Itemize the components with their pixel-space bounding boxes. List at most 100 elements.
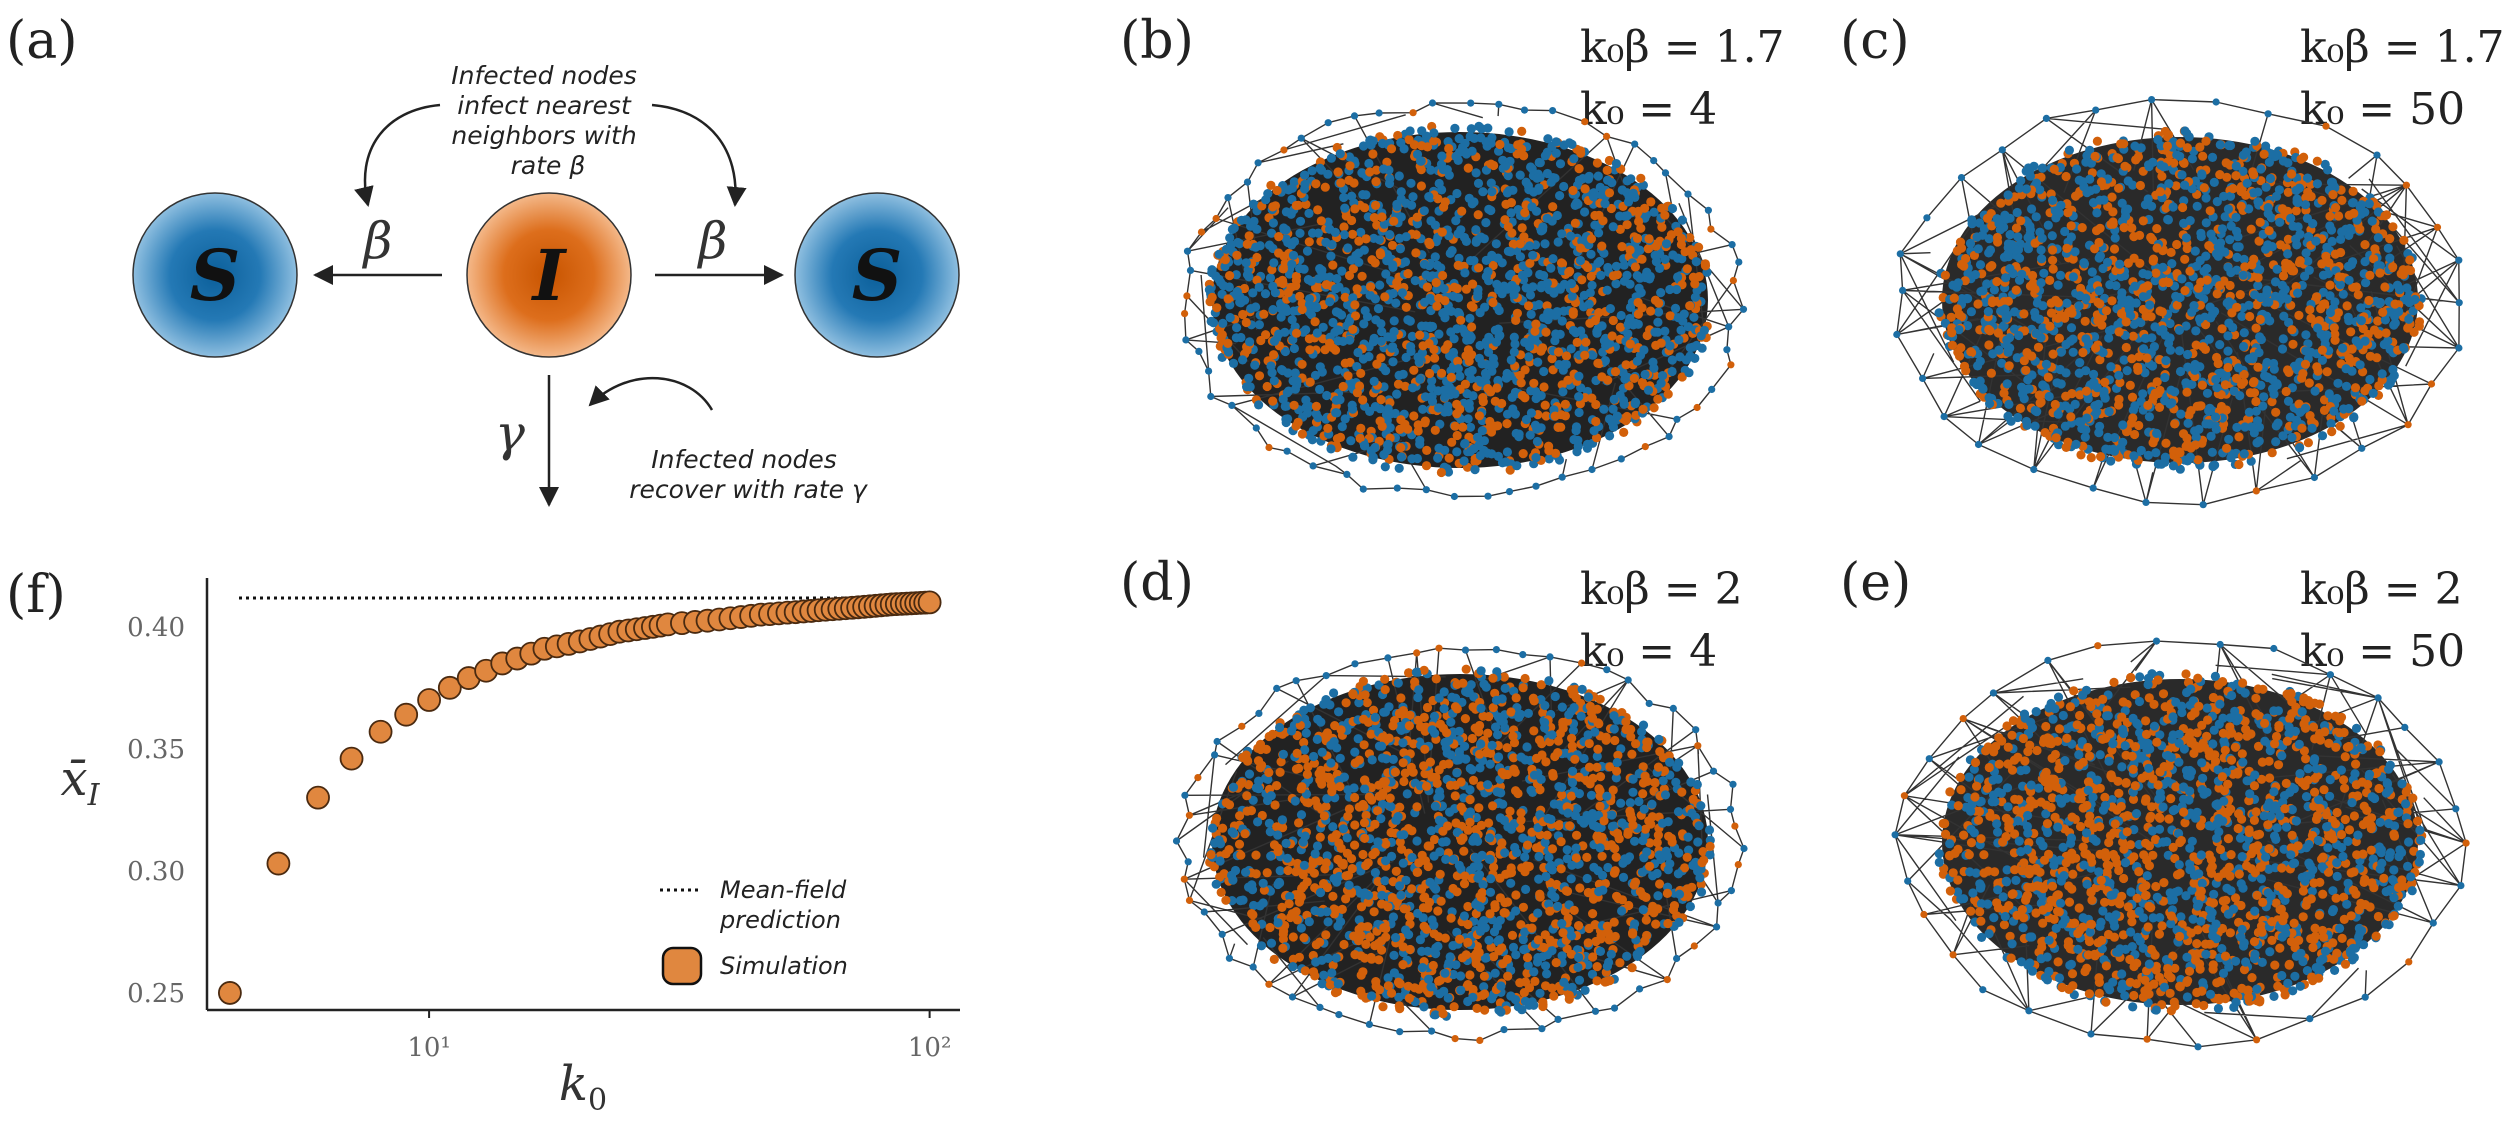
network-node	[1262, 868, 1272, 878]
network-node	[1324, 119, 1332, 127]
network-node	[1238, 895, 1248, 905]
network-node	[2408, 306, 2418, 316]
network-node	[1603, 132, 1611, 140]
network-node	[2174, 325, 2184, 335]
network-node	[1517, 390, 1527, 401]
network-node	[2347, 344, 2357, 354]
network-node	[1228, 358, 1239, 368]
network-node	[1321, 237, 1331, 247]
network-node	[2312, 362, 2322, 372]
network-node	[1359, 485, 1367, 493]
network-node	[2065, 336, 2075, 346]
network-node	[1388, 357, 1398, 367]
network-node	[1364, 158, 1374, 169]
network-node	[2261, 141, 2271, 151]
network-node	[1605, 304, 1615, 314]
network-node	[1353, 347, 1363, 358]
network-node	[1517, 1005, 1527, 1015]
network-node	[1419, 665, 1429, 675]
network-node	[1297, 429, 1307, 439]
panel-label-a: (a)	[6, 11, 78, 71]
network-node	[1444, 143, 1454, 154]
network-node	[1460, 438, 1470, 449]
network-node	[1653, 317, 1663, 327]
network-node	[1467, 365, 1477, 376]
infected-node: I	[466, 192, 632, 358]
network-node	[1377, 212, 1387, 222]
network-node	[2301, 248, 2311, 258]
network-node	[2385, 234, 2395, 244]
network-node	[1638, 404, 1648, 414]
network-node	[1544, 676, 1554, 686]
network-node	[1352, 284, 1362, 294]
network-node	[2157, 171, 2167, 181]
network-node	[2014, 275, 2025, 285]
network-node	[1506, 247, 1516, 257]
network-node	[2264, 297, 2274, 307]
network-node	[2094, 253, 2104, 263]
network-node	[2193, 283, 2203, 293]
network-node	[1515, 170, 1525, 180]
network-node	[2050, 399, 2060, 410]
network-node	[2037, 233, 2047, 243]
recover-note-line-1: Infected nodes	[651, 445, 837, 474]
network-node	[2090, 332, 2100, 342]
network-node	[2278, 431, 2288, 441]
network-node	[1606, 203, 1616, 214]
network-node	[1576, 326, 1586, 336]
network-node	[1484, 818, 1494, 828]
network-node	[2025, 225, 2035, 235]
network-node	[2253, 281, 2263, 291]
network-node	[2021, 365, 2031, 375]
network-node	[1375, 280, 1385, 290]
network-node	[1328, 260, 1338, 270]
network-node	[2279, 311, 2289, 321]
network-node	[2179, 218, 2189, 228]
network-node	[1449, 334, 1459, 344]
network-node	[1315, 384, 1325, 394]
network-node	[1358, 395, 1368, 405]
network-node	[1309, 462, 1317, 470]
network-node	[2390, 299, 2400, 309]
network-node	[2183, 349, 2193, 360]
network-node	[1529, 726, 1539, 736]
network-node	[2096, 177, 2106, 187]
network-node	[2152, 224, 2162, 234]
network-node	[2127, 223, 2137, 233]
network-node	[2373, 207, 2383, 217]
network-node	[1510, 339, 1520, 349]
network-node	[2353, 290, 2363, 300]
network-node	[1364, 352, 1374, 362]
network-node	[2148, 438, 2158, 448]
network-node	[2390, 311, 2400, 321]
network-node	[2375, 297, 2385, 308]
network-node	[1323, 217, 1333, 227]
network-node	[2228, 184, 2238, 194]
network-node	[2180, 254, 2190, 264]
network-node	[1325, 700, 1335, 710]
network-node	[2414, 317, 2425, 327]
network-node	[1376, 250, 1386, 260]
network-node	[1984, 324, 1994, 335]
network-node	[2212, 289, 2222, 299]
network-node	[1464, 356, 1474, 366]
network-node	[2305, 305, 2315, 315]
network-node	[2094, 286, 2104, 296]
network-node	[2161, 438, 2171, 448]
network-node	[1374, 235, 1384, 245]
network-node	[2181, 233, 2191, 243]
network-node	[1250, 360, 1260, 370]
network-node	[1269, 350, 1279, 360]
network-node	[1399, 776, 1409, 787]
network-node	[1549, 288, 1559, 298]
network-node	[2042, 114, 2050, 122]
network-node	[1533, 357, 1543, 367]
network-node	[1452, 430, 1462, 441]
network-node	[1556, 422, 1566, 432]
network-node	[1388, 288, 1398, 299]
network-node	[1589, 192, 1599, 202]
network-node	[1291, 328, 1302, 338]
network-node	[1541, 961, 1551, 971]
network-node	[1388, 260, 1398, 270]
network-node	[1632, 271, 1642, 281]
